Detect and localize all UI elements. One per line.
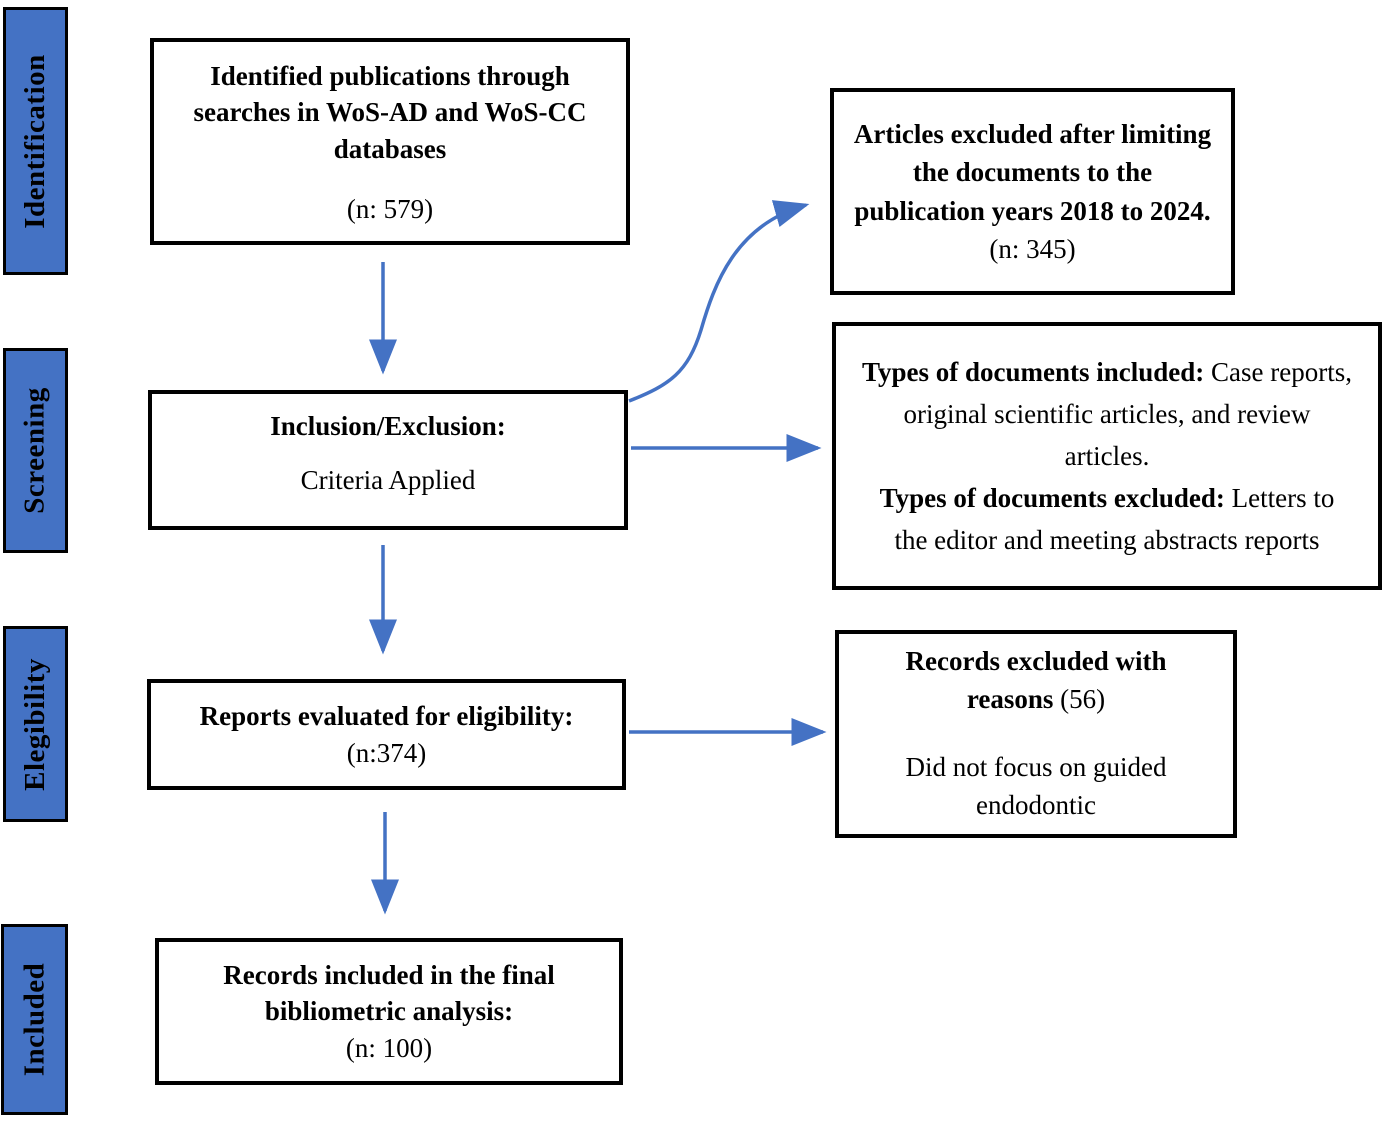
box-inclusion-title: Inclusion/Exclusion:	[270, 411, 506, 441]
box-identified-title: Identified publications through searches…	[193, 61, 587, 164]
box-records-included: Records included in the final bibliometr…	[155, 938, 623, 1085]
box-articles-excluded-years: Articles excluded after limiting the doc…	[830, 88, 1235, 295]
box-eligibility-text: Reports evaluated for eligibility: (n:37…	[200, 698, 574, 771]
doc-types-excluded-label: Types of documents excluded:	[879, 483, 1225, 514]
box-included-title: Records included in the final bibliometr…	[223, 959, 555, 1027]
stage-included-label: Included	[18, 962, 51, 1077]
doc-types-included-text: Case reports, original scientific articl…	[903, 356, 1352, 471]
box-records-excluded-reasons: Records excluded with reasons (56) Did n…	[835, 630, 1237, 838]
arrow-inclusion-to-excluded-years	[628, 200, 810, 403]
stage-elegibility: Elegibility	[3, 626, 68, 822]
box-reports-eligibility: Reports evaluated for eligibility: (n:37…	[147, 679, 626, 790]
box-eligibility-title: Reports evaluated for eligibility:	[199, 701, 574, 732]
doc-types-included-label: Types of documents included:	[861, 356, 1205, 387]
box-excluded-years-count: (n: 345)	[989, 233, 1076, 264]
box-included-count: (n: 100)	[345, 1032, 433, 1063]
stage-screening: Screening	[3, 348, 68, 553]
stage-identification-label: Identification	[19, 53, 51, 229]
box-excluded-years-title: Articles excluded after limiting the doc…	[853, 118, 1212, 226]
stage-elegibility-label: Elegibility	[19, 657, 52, 791]
box-eligibility-count: (n:374)	[346, 737, 427, 768]
box-identified-publications: Identified publications through searches…	[150, 38, 630, 245]
stage-included: Included	[1, 924, 68, 1115]
box-doc-types-text: Types of documents included: Case report…	[860, 351, 1354, 562]
box-excluded-reasons-count: (56)	[1053, 684, 1106, 715]
box-document-types: Types of documents included: Case report…	[832, 322, 1382, 590]
box-excluded-reasons-title-line: Records excluded with reasons (56)	[859, 643, 1213, 719]
stage-identification: Identification	[3, 7, 68, 275]
stage-screening-label: Screening	[19, 387, 51, 514]
box-excluded-years-text: Articles excluded after limiting the doc…	[852, 115, 1213, 268]
box-excluded-reasons-title: Records excluded with reasons	[905, 646, 1167, 715]
box-identified-count: (n: 579)	[346, 194, 434, 225]
box-excluded-reasons-note: Did not focus on guided endodontic	[905, 752, 1167, 820]
box-inclusion-subtitle: Criteria Applied	[300, 465, 476, 496]
box-inclusion-exclusion: Inclusion/Exclusion: Criteria Applied	[148, 390, 628, 530]
doc-types-excluded-text: Letters to the editor and meeting abstra…	[894, 483, 1335, 556]
box-included-text: Records included in the final bibliometr…	[189, 957, 589, 1066]
